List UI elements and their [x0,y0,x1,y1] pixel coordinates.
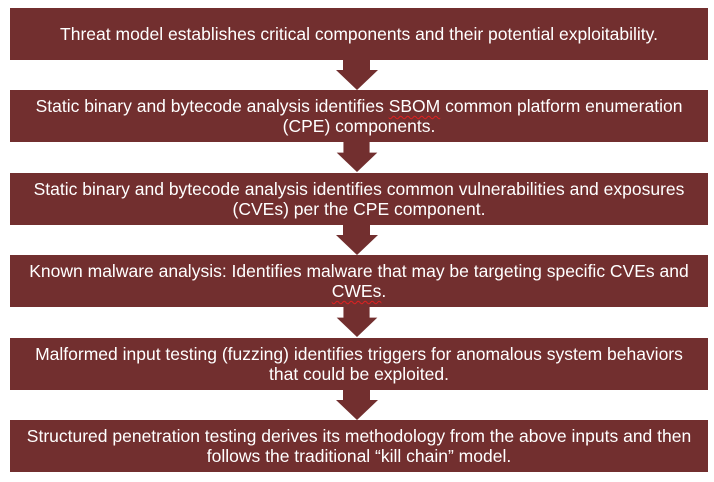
step-1-text: Threat model establishes critical compon… [60,24,658,44]
step-box-2: Static binary and bytecode analysis iden… [10,90,708,142]
step-box-6: Structured penetration testing derives i… [10,420,708,472]
step-box-1: Threat model establishes critical compon… [10,8,708,60]
step-5-text: Malformed input testing (fuzzing) identi… [35,344,683,384]
down-arrow-icon [336,225,378,255]
step-2-text: Static binary and bytecode analysis iden… [35,96,683,136]
step-3-text: Static binary and bytecode analysis iden… [33,179,685,219]
step-4-text: Known malware analysis: Identifies malwa… [29,261,689,301]
down-arrow-icon [336,60,378,90]
step-box-5: Malformed input testing (fuzzing) identi… [10,338,708,390]
spellcheck-flagged-word: SBOM [388,96,441,116]
down-arrow-icon [336,390,378,420]
spellcheck-flagged-word: CWEs [331,281,382,301]
step-6-text: Structured penetration testing derives i… [26,426,692,466]
down-arrow-icon [336,142,378,172]
down-arrow-icon [336,307,378,337]
step-box-3: Static binary and bytecode analysis iden… [10,173,708,225]
step-box-4: Known malware analysis: Identifies malwa… [10,255,708,307]
